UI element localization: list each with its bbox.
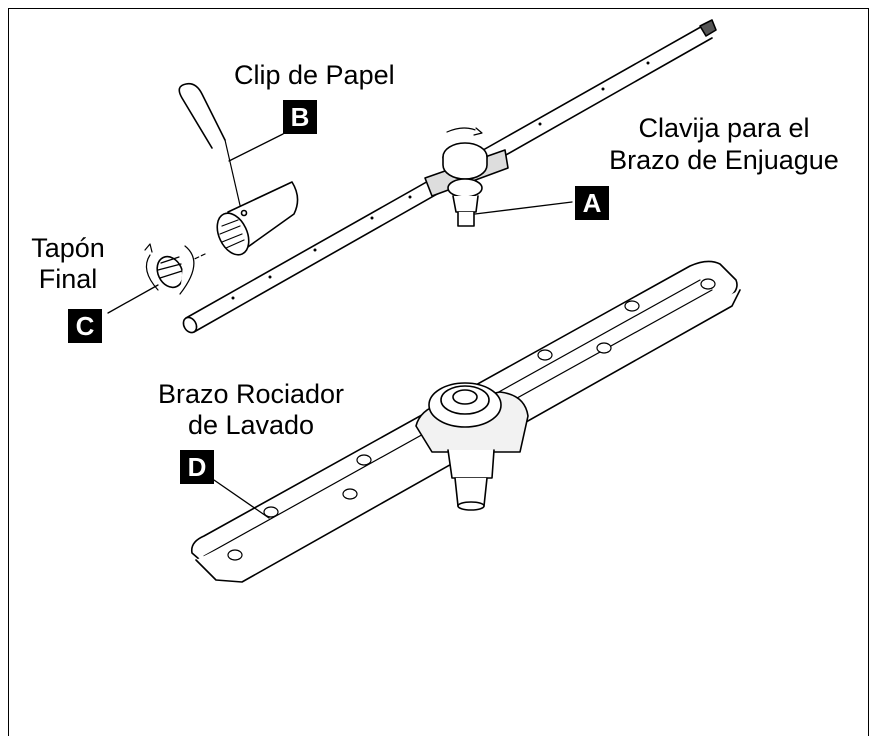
badge-b: B	[283, 100, 317, 134]
wash-arm-hub	[415, 382, 529, 511]
badge-d: D	[180, 450, 214, 484]
badge-c: C	[68, 309, 102, 343]
wash-arm-holes	[227, 278, 716, 561]
badge-a: A	[575, 186, 609, 220]
label-clip-de-papel: Clip de Papel	[234, 60, 395, 90]
leader-d	[213, 479, 270, 519]
leader-c	[107, 284, 159, 314]
paper-clip	[178, 82, 243, 215]
label-tapon-line1: Tapón	[31, 233, 105, 263]
rinse-arm-hub	[424, 127, 509, 227]
label-brazo-line1: Brazo Rociador	[157, 379, 345, 409]
tube-holes	[231, 61, 650, 300]
leader-a	[474, 201, 573, 215]
label-clavija-line1: Clavija para el	[638, 113, 810, 143]
label-clavija-line2: Brazo de Enjuague	[609, 145, 839, 175]
label-brazo-line2: de Lavado	[187, 410, 315, 440]
label-tapon-line2: Final	[38, 264, 98, 294]
leader-b	[228, 133, 284, 162]
diagram-frame	[8, 8, 869, 736]
end-cap-part	[144, 243, 195, 295]
tube-cutaway	[216, 181, 299, 256]
